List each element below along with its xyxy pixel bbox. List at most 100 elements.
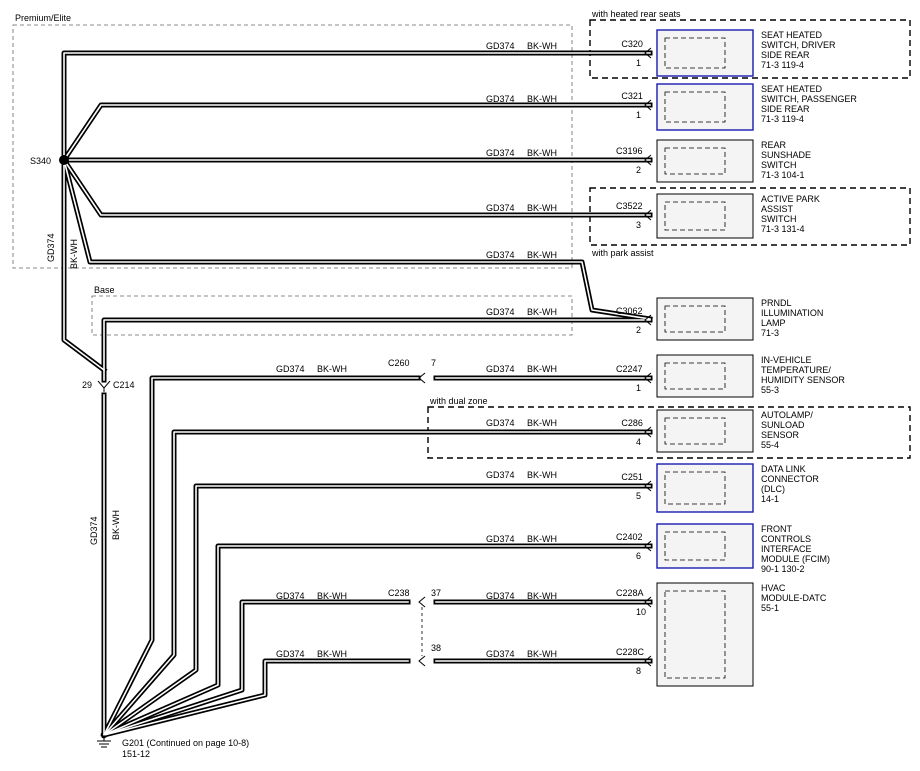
lbl-park-color: BK-WH	[527, 250, 557, 260]
wire-c238-38a-core	[103, 660, 409, 736]
c214-connector	[97, 380, 111, 392]
c3196-pin: 2	[636, 165, 641, 175]
c228c-pin: 8	[636, 666, 641, 676]
lbl-c3196-color: BK-WH	[527, 148, 557, 158]
wire-c320-core	[63, 52, 651, 161]
dual-zone-label: with dual zone	[429, 396, 488, 406]
c3522-label-line: SWITCH	[761, 214, 797, 224]
c3522-label-line: ASSIST	[761, 204, 794, 214]
c3196-label-line: 71-3 104-1	[761, 170, 805, 180]
lbl-c238-a-color: BK-WH	[317, 591, 347, 601]
c260-label: C260	[388, 358, 410, 368]
wire-c238-37a-core	[102, 601, 409, 737]
c238-connector-37	[418, 596, 426, 608]
c3196-box-inner	[664, 147, 726, 175]
c320-box	[656, 29, 754, 77]
lbl-c3522-circuit: GD374	[486, 203, 515, 213]
c251-connector	[644, 480, 652, 492]
c228a-conn-label: C228A	[616, 588, 644, 598]
c286-label-line: SUNLOAD	[761, 420, 805, 430]
c321-box	[656, 83, 754, 131]
c2402-box-inner	[664, 531, 726, 561]
c238-label: C238	[388, 588, 410, 598]
vertical-circuit-lower: GD374	[89, 516, 99, 545]
c251-box-inner	[664, 471, 726, 505]
lbl-c2402-color: BK-WH	[527, 534, 557, 544]
c228a-label-line: HVAC	[761, 583, 786, 593]
lbl-c251-color: BK-WH	[527, 470, 557, 480]
c3062-conn-label: C3062	[616, 306, 643, 316]
c228a-label-line: MODULE-DATC	[761, 593, 827, 603]
base-area	[91, 295, 573, 336]
c228c-conn-label: C228C	[616, 647, 645, 657]
c214-pin: 29	[82, 380, 92, 390]
lbl-c2402-circuit: GD374	[486, 534, 515, 544]
c321-connector	[644, 99, 652, 111]
lbl-c286-color: BK-WH	[527, 418, 557, 428]
c2247-label-line: HUMIDITY SENSOR	[761, 375, 845, 385]
c2247-pin: 1	[636, 383, 641, 393]
c321-label-line: SWITCH, PASSENGER	[761, 94, 857, 104]
c251-label-line: DATA LINK	[761, 464, 806, 474]
c2402-label-line: 90-1 130-2	[761, 564, 805, 574]
c238-connector-38	[418, 655, 426, 667]
wires	[60, 50, 653, 739]
c2402-box	[656, 523, 754, 569]
c3062-label-line: LAMP	[761, 318, 786, 328]
c320-connector	[644, 47, 652, 59]
lbl-c3196-circuit: GD374	[486, 148, 515, 158]
c3062-connector	[644, 314, 652, 326]
lbl-c228c-circuit: GD374	[486, 649, 515, 659]
premium-elite-area	[12, 24, 573, 269]
c321-label-line: SEAT HEATED	[761, 84, 823, 94]
wire-c321-core	[62, 104, 651, 162]
g201-label: G201 (Continued on page 10-8)	[122, 738, 249, 748]
c238-pin-37: 37	[431, 588, 441, 598]
lbl-c3522-color: BK-WH	[527, 203, 557, 213]
lbl-c260-color: BK-WH	[317, 364, 347, 374]
c2247-box-inner	[664, 362, 726, 390]
c321-conn-label: C321	[621, 91, 643, 101]
c3062-pin: 2	[636, 325, 641, 335]
s340-label: S340	[30, 156, 51, 166]
lbl-c238-b-color: BK-WH	[317, 649, 347, 659]
c3522-connector	[644, 209, 652, 221]
lbl-c2247-circuit: GD374	[486, 364, 515, 374]
wire-c3522-core	[62, 158, 651, 216]
lbl-park-circuit: GD374	[486, 250, 515, 260]
c286-pin: 4	[636, 437, 641, 447]
c320-pin: 1	[636, 58, 641, 68]
c251-box	[656, 463, 754, 513]
c2247-label-line: IN-VEHICLE	[761, 355, 812, 365]
c2247-conn-label: C2247	[616, 364, 643, 374]
c286-conn-label: C286	[621, 418, 643, 428]
wire-c3062-core	[103, 319, 651, 381]
splice-s340	[59, 155, 69, 165]
lbl-c228c-color: BK-WH	[527, 649, 557, 659]
lbl-c320-circuit: GD374	[486, 41, 515, 51]
lbl-c228a-circuit: GD374	[486, 591, 515, 601]
c320-label-line: SIDE REAR	[761, 50, 810, 60]
c2247-label-line: 55-3	[761, 385, 779, 395]
lbl-c260-circuit: GD374	[276, 364, 305, 374]
c2402-conn-label: C2402	[616, 532, 643, 542]
g201-ref: 151-12	[122, 749, 150, 759]
c3196-box	[656, 139, 754, 183]
lbl-c320-color: BK-WH	[527, 41, 557, 51]
c228a-box	[656, 582, 754, 687]
wire-c321	[60, 102, 653, 164]
c321-box-inner	[664, 91, 726, 123]
premium-elite-label: Premium/Elite	[15, 13, 71, 23]
c228a-box-inner	[664, 590, 726, 679]
c251-conn-label: C251	[621, 472, 643, 482]
c2247-box	[656, 354, 754, 398]
c3196-label-line: SWITCH	[761, 160, 797, 170]
c320-conn-label: C320	[621, 39, 643, 49]
